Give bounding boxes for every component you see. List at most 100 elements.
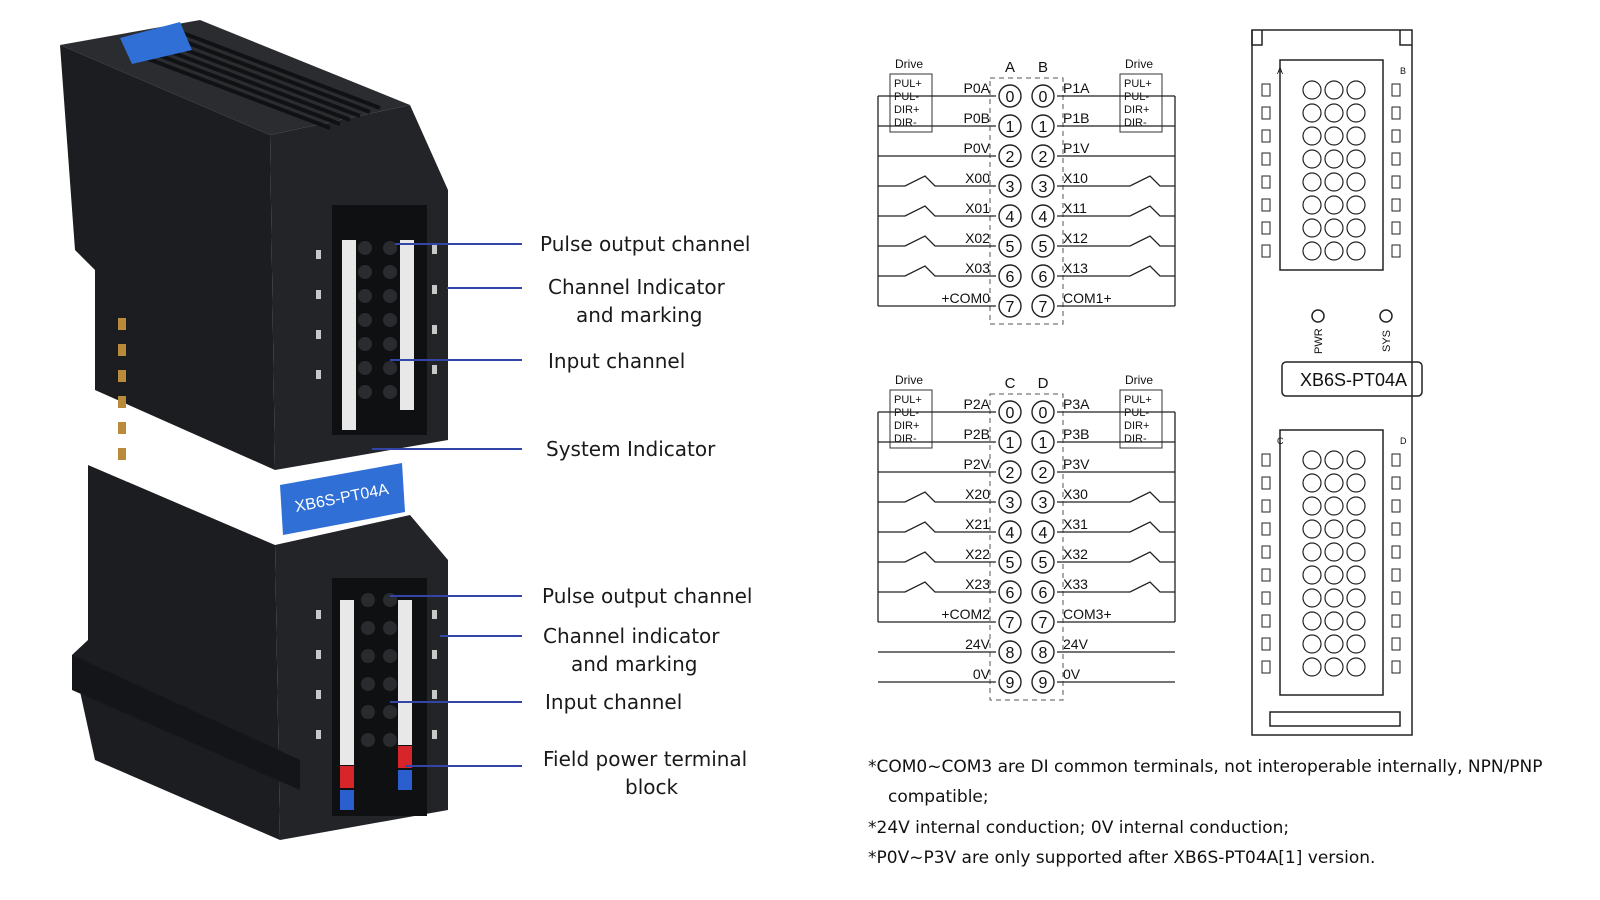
label-left-0: P2A (964, 396, 991, 412)
drive-right-title: Drive (1125, 57, 1153, 71)
terminal-num-right-6: 6 (1039, 585, 1048, 602)
terminal-right-7 (1031, 610, 1055, 634)
label-left-7: +COM0 (941, 290, 990, 306)
drawing-hole (1346, 565, 1366, 585)
terminal-num-left-8: 8 (1006, 645, 1015, 662)
drawing-led-right (1391, 591, 1401, 605)
terminal-num-left-3: 3 (1006, 179, 1015, 196)
label-left-6: X23 (965, 576, 990, 592)
switch-right-4 (1057, 205, 1175, 217)
drawing-hole (1302, 473, 1322, 493)
drive-left-pin-DIR+: DIR+ (894, 104, 919, 116)
callout-field-power-2: block (625, 775, 679, 799)
terminal-num-right-0: 0 (1039, 89, 1048, 106)
terminal-num-left-2: 2 (1006, 149, 1015, 166)
drawing-hole (1324, 542, 1344, 562)
terminal-right-4 (1031, 204, 1055, 228)
drawing-sys-label: SYS (1381, 330, 1393, 352)
terminal-column-label-left: C (1005, 375, 1016, 392)
switch-left-5 (878, 235, 996, 247)
drive-left-title: Drive (895, 57, 923, 71)
drawing-hole (1302, 126, 1322, 146)
terminal-holes-top (358, 241, 397, 399)
terminal-num-left-1: 1 (1006, 119, 1015, 136)
terminal-left-3 (998, 490, 1022, 514)
drawing-hole (1346, 149, 1366, 169)
terminal-num-left-3: 3 (1006, 495, 1015, 512)
drive-left-title: Drive (895, 373, 923, 387)
drawing-hole (1302, 496, 1322, 516)
drawing-hole (1324, 496, 1344, 516)
drawing-hole (1324, 473, 1344, 493)
label-left-2: P0V (964, 140, 991, 156)
label-right-0: P1A (1063, 80, 1090, 96)
drawing-hole (1324, 634, 1344, 654)
drawing-led-right (1391, 198, 1401, 212)
terminal-right-1 (1031, 114, 1055, 138)
drawing-hole (1324, 149, 1344, 169)
field-power-terminals (340, 746, 412, 810)
terminal-release-tabs-bottom (340, 600, 412, 765)
terminal-left-0 (998, 400, 1022, 424)
label-left-4: X01 (965, 200, 990, 216)
terminal-num-left-1: 1 (1006, 435, 1015, 452)
terminal-num-left-6: 6 (1006, 585, 1015, 602)
drive-right-pin-DIR+: DIR+ (1124, 104, 1149, 116)
drawing-hole (1302, 241, 1322, 261)
terminal-num-left-0: 0 (1006, 405, 1015, 422)
drawing-hole (1346, 657, 1366, 677)
switch-right-6 (1057, 581, 1175, 593)
drawing-hole (1302, 519, 1322, 539)
technical-drawing (1251, 29, 1423, 736)
terminal-left-1 (998, 114, 1022, 138)
drawing-hole (1324, 657, 1344, 677)
drawing-hole (1302, 149, 1322, 169)
drawing-led-left (1261, 152, 1271, 166)
terminal-right-2 (1031, 460, 1055, 484)
drawing-led-right (1391, 660, 1401, 674)
drawing-led-right (1391, 499, 1401, 513)
label-left-5: X02 (965, 230, 990, 246)
drawing-hole (1302, 611, 1322, 631)
terminal-left-0 (998, 84, 1022, 108)
terminal-block-outline (989, 393, 1064, 701)
drawing-hole (1302, 103, 1322, 123)
drive-right-pin-DIR-: DIR- (1124, 117, 1147, 129)
drawing-led-left (1261, 614, 1271, 628)
label-right-5: X12 (1063, 230, 1088, 246)
drive-left-pin-DIR-: DIR- (894, 433, 917, 445)
drawing-hole (1346, 542, 1366, 562)
drawing-bank-label-d: D (1400, 436, 1407, 446)
label-right-3: X30 (1063, 486, 1088, 502)
terminal-right-8 (1031, 640, 1055, 664)
drive-right-pin-DIR+: DIR+ (1124, 420, 1149, 432)
note-line-2: compatible; (888, 787, 989, 807)
drawing-led-right (1391, 453, 1401, 467)
drawing-hole (1302, 565, 1322, 585)
drawing-terminal-holes (1261, 80, 1401, 677)
switch-right-3 (1057, 491, 1175, 503)
terminal-num-left-0: 0 (1006, 89, 1015, 106)
drawing-hole (1302, 195, 1322, 215)
drawing-hole (1302, 450, 1322, 470)
terminal-num-right-3: 3 (1039, 179, 1048, 196)
label-right-2: P1V (1063, 140, 1090, 156)
drive-left-pin-DIR+: DIR+ (894, 420, 919, 432)
bus-connector-pins (118, 318, 126, 460)
drawing-led-right (1391, 83, 1401, 97)
drawing-hole (1346, 611, 1366, 631)
drawing-led-left (1261, 175, 1271, 189)
switch-left-4 (878, 521, 996, 533)
drawing-label-frame (1281, 361, 1423, 397)
drawing-hole (1324, 126, 1344, 146)
drawing-hole (1346, 496, 1366, 516)
switch-right-5 (1057, 235, 1175, 247)
drawing-hole (1324, 103, 1344, 123)
label-right-3: X10 (1063, 170, 1088, 186)
label-right-9: 0V (1063, 666, 1081, 682)
drive-left-pin-PUL-: PUL- (894, 407, 919, 419)
drawing-led-right (1391, 568, 1401, 582)
label-right-1: P1B (1063, 110, 1089, 126)
drawing-hole (1324, 565, 1344, 585)
